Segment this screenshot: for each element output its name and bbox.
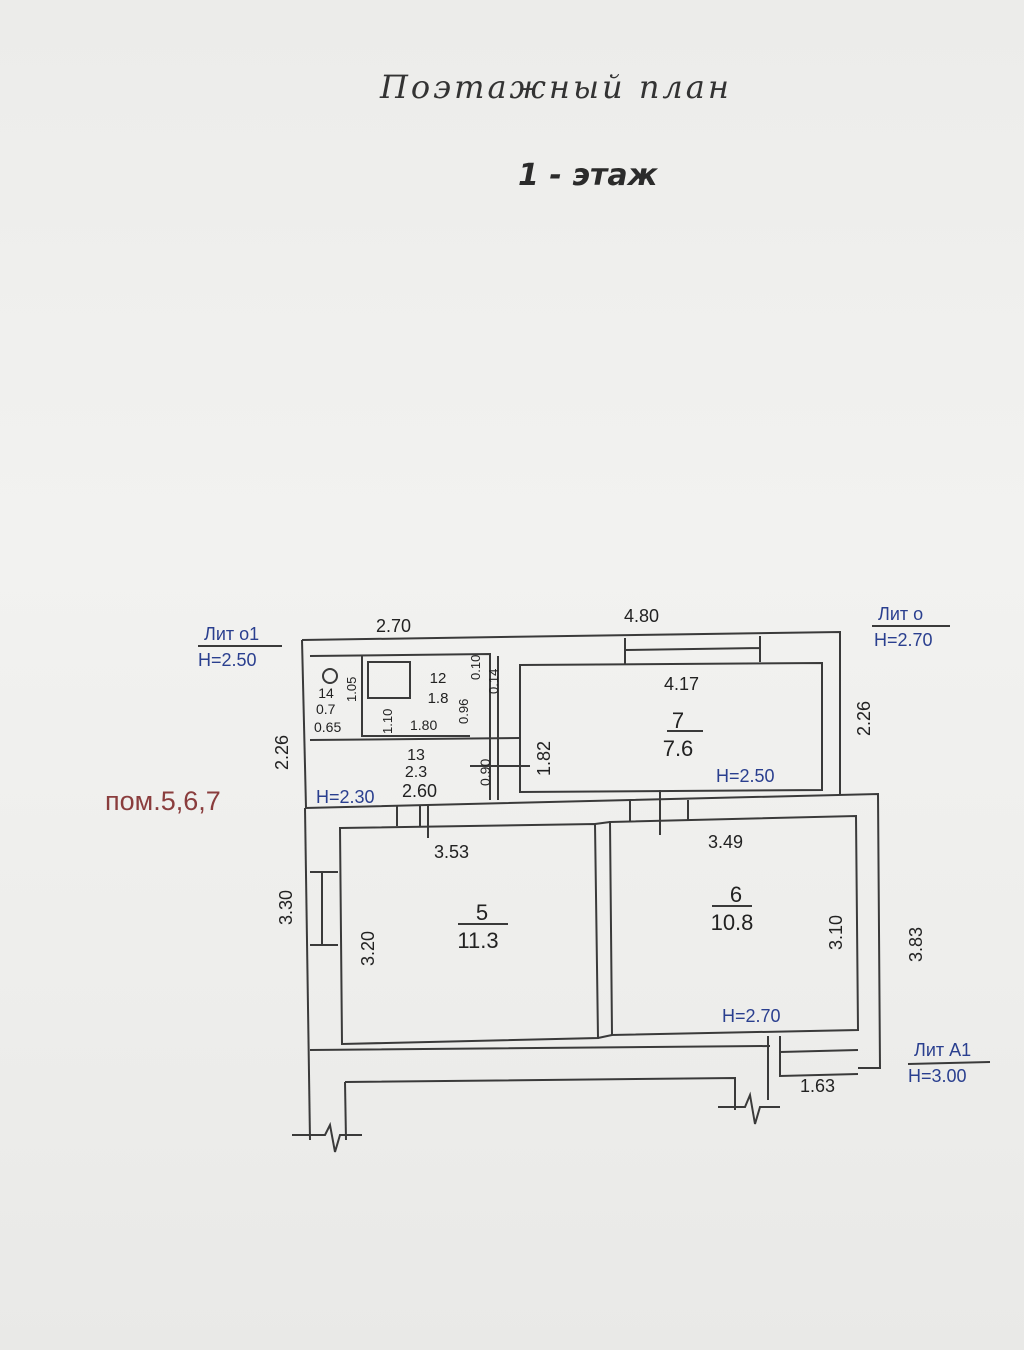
- dim-417: 4.17: [664, 674, 699, 694]
- dim-320: 3.20: [358, 931, 378, 966]
- lit-o1-label: Лит о1: [204, 624, 259, 644]
- dim-163: 1.63: [800, 1076, 835, 1096]
- dim-110: 1.10: [380, 709, 395, 734]
- height-230: H=2.30: [316, 787, 375, 807]
- label-underlines: [198, 625, 991, 1065]
- dim-270: 2.70: [376, 616, 411, 636]
- door-marks: [396, 800, 689, 826]
- room7-area: 7.6: [663, 736, 694, 761]
- break-line-right: [718, 1091, 780, 1125]
- lit-a1-label: Лит А1: [914, 1040, 971, 1060]
- room12-area: 1.8: [428, 690, 449, 707]
- dim-353: 3.53: [434, 842, 469, 862]
- dim-065: 0.65: [314, 719, 341, 735]
- room13-number: 13: [407, 747, 425, 764]
- dim-260: 2.60: [402, 781, 437, 801]
- main-left-wall: [304, 807, 311, 1141]
- dim-ticks: [309, 737, 661, 838]
- lit-o-height: H=2.70: [874, 630, 933, 650]
- floor-subtitle: 1 - этаж: [518, 158, 658, 193]
- main-bottom-left: [344, 1081, 347, 1141]
- dim-349: 3.49: [708, 832, 743, 852]
- room-divider: [594, 821, 613, 1039]
- right-entrance: [767, 1036, 859, 1100]
- lit-o1-height: H=2.50: [198, 650, 257, 670]
- dim-480: 4.80: [624, 606, 659, 626]
- lit-labels: Лит о1 H=2.50 Лит о H=2.70 Лит А1 H=3.00…: [198, 604, 971, 1086]
- main-outer-wall: [304, 792, 882, 1069]
- walls: [198, 625, 991, 1153]
- room-labels: 5 11.3 6 10.8 7 7.6 12 1.8 13 2.3 14: [318, 670, 753, 953]
- upper-annex-outer-wall: [301, 630, 841, 795]
- room5-number: 5: [476, 900, 488, 925]
- height-250: H=2.50: [716, 766, 775, 786]
- dim-180: 1.80: [410, 717, 437, 733]
- main-bottom-wall: [309, 1045, 771, 1110]
- dim-182: 1.82: [534, 741, 554, 776]
- room6-wall: [608, 814, 860, 1037]
- premises-note: пом.5,6,7: [105, 786, 221, 816]
- toilet-icon: [322, 668, 338, 684]
- room5-area: 11.3: [457, 928, 498, 953]
- dim-310: 3.10: [826, 915, 846, 950]
- height-270: H=2.70: [722, 1006, 781, 1026]
- dim-096: 0.96: [456, 699, 471, 724]
- left-window: [310, 871, 338, 946]
- lit-a1-height: H=3.00: [908, 1066, 967, 1086]
- room7-number: 7: [672, 708, 684, 733]
- dim-07: 0.7: [316, 701, 336, 717]
- room6-number: 6: [730, 882, 742, 907]
- dim-090: 0.90: [477, 759, 493, 786]
- dim-105: 1.05: [344, 677, 359, 702]
- dim-226-right: 2.26: [854, 701, 874, 736]
- dim-226-left: 2.26: [272, 735, 292, 770]
- upper-annex-left-wall: [301, 639, 307, 809]
- room12-number: 12: [430, 670, 447, 687]
- upper-annex-inner-wall: [309, 652, 491, 800]
- dim-010: 0.10: [468, 655, 483, 680]
- dim-014: 0.14: [486, 669, 501, 694]
- room14-number: 14: [318, 685, 334, 701]
- lit-o-label: Лит о: [878, 604, 923, 624]
- dim-330: 3.30: [276, 890, 296, 925]
- room12-wall: [361, 656, 470, 737]
- dimensions: 2.70 4.80 4.17 2.60 3.53 3.49 1.63 1.80 …: [272, 606, 926, 1096]
- room7-inner-wall: [519, 661, 823, 794]
- room13-area: 2.3: [405, 764, 427, 781]
- break-line-left: [292, 1121, 362, 1153]
- room6-area: 10.8: [711, 910, 754, 935]
- plan-title: Поэтажный план: [380, 68, 732, 106]
- top-window: [624, 636, 761, 664]
- shower-icon: [367, 661, 411, 699]
- dim-383: 3.83: [906, 927, 926, 962]
